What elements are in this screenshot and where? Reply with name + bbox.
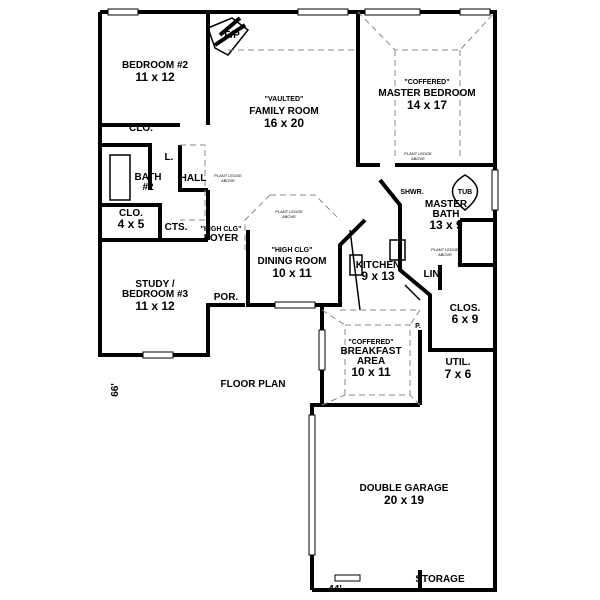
thin-lines (109, 17, 479, 311)
storage-label: STORAGE (415, 574, 465, 585)
plant-ledge-master-above: ABOVE (411, 156, 425, 161)
dining-size: 10 x 11 (272, 266, 312, 280)
plant-ledge-note: PLANT LEDGE (214, 173, 242, 178)
breakfast-label: BREAKFAST (340, 346, 401, 357)
linen-label: L. (165, 152, 174, 163)
garage-label: DOUBLE GARAGE (360, 483, 449, 494)
kitchen-label: KITCHEN (356, 260, 400, 271)
depth-dimension: 66' (110, 383, 121, 397)
tub-label: TUB (458, 189, 472, 196)
bedroom2-size: 11 x 12 (135, 70, 175, 84)
closet69-label: CLOS. (450, 303, 481, 314)
breakfast-note: "COFFERED" (348, 339, 393, 346)
bath2-number: #2 (142, 182, 154, 193)
porch-label: POR. (214, 292, 239, 303)
closet69-size: 6 x 9 (452, 312, 479, 326)
master-bath-label2: BATH (432, 209, 459, 220)
study-label: STUDY / (135, 279, 174, 290)
plant-ledge-master: PLANT LEDGE (404, 151, 432, 156)
plant-ledge-dining-above: ABOVE (282, 214, 296, 219)
master-bath-size: 13 x 9 (429, 218, 463, 232)
bath2-label: BATH (134, 172, 161, 183)
kitchen-size: 9 x 13 (361, 269, 395, 283)
family-size: 16 x 20 (264, 116, 304, 130)
width-dimension: 44' (328, 584, 342, 595)
util-label: UTIL. (446, 357, 471, 368)
pantry-label: P. (415, 323, 421, 330)
windows (107, 8, 499, 582)
fireplace-label: F/P (224, 30, 240, 41)
plant-ledge-bath: PLANT LEDGE (431, 247, 459, 252)
family-note: "VAULTED" (265, 96, 304, 103)
plant-ledge-dining: PLANT LEDGE (275, 209, 303, 214)
plant-ledge-bath-above: ABOVE (438, 252, 452, 257)
family-label: FAMILY ROOM (249, 106, 318, 117)
master-size: 14 x 17 (407, 98, 447, 112)
util-size: 7 x 6 (445, 367, 472, 381)
linen-closet-label: LIN. (424, 269, 443, 280)
garage-size: 20 x 19 (384, 493, 424, 507)
master-bath-label: MASTER (425, 199, 468, 210)
foyer-label: FOYER (204, 233, 239, 244)
labels: F/P BEDROOM #2 11 x 12 "VAULTED" FAMILY … (110, 30, 480, 595)
closet45-label: CLO. (119, 208, 143, 219)
shower-label: SHWR. (400, 189, 423, 196)
study-size: 11 x 12 (135, 299, 175, 313)
floor-plan-title: FLOOR PLAN (221, 379, 286, 390)
dining-note: "HIGH CLG" (272, 247, 313, 254)
master-note: "COFFERED" (404, 79, 449, 86)
hall-label: HALL (180, 173, 207, 184)
bedroom2-label: BEDROOM #2 (122, 60, 189, 71)
plant-ledge-above: ABOVE (221, 178, 235, 183)
cts-label: CTS. (165, 222, 188, 233)
breakfast-size: 10 x 11 (351, 365, 391, 379)
breakfast-label2: AREA (357, 356, 385, 367)
master-label: MASTER BEDROOM (378, 88, 475, 99)
closet-label: CLO. (129, 123, 153, 134)
closet45-size: 4 x 5 (118, 217, 145, 231)
ceiling-lines (180, 11, 496, 406)
foyer-note: "HIGH CLG" (201, 226, 242, 233)
dining-label: DINING ROOM (258, 256, 327, 267)
study-label2: BEDROOM #3 (122, 289, 189, 300)
